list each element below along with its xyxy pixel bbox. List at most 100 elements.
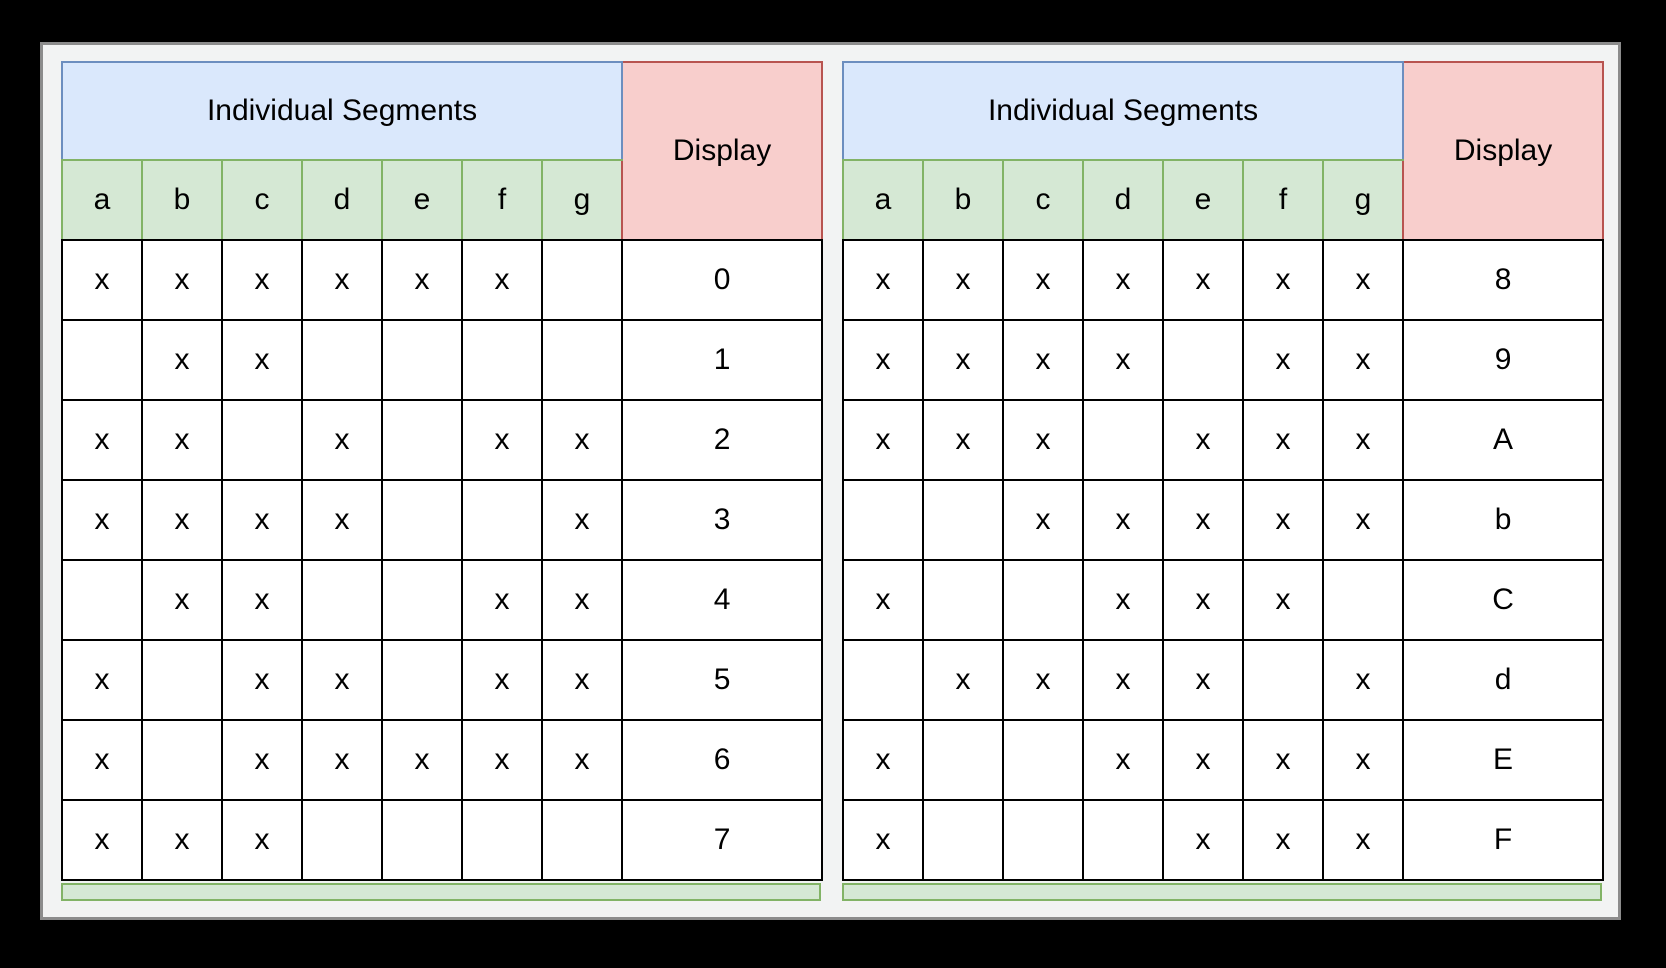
segment-cell-a: x: [61, 479, 143, 561]
segment-cell-f: [461, 799, 543, 881]
segment-cell-c: x: [221, 239, 303, 321]
column-header-d: d: [1082, 159, 1164, 241]
segment-cell-f: x: [1242, 559, 1324, 641]
segment-cell-a: x: [61, 239, 143, 321]
column-header-f: f: [1242, 159, 1324, 241]
segment-cell-g: [540, 239, 624, 321]
segment-cell-g: x: [1321, 319, 1405, 401]
segment-cell-b: x: [141, 399, 223, 481]
display-cell: 6: [621, 719, 824, 801]
display-header: Display: [621, 61, 824, 241]
segment-cell-b: [922, 799, 1004, 881]
segment-cell-b: [141, 719, 223, 801]
segment-cell-g: x: [540, 479, 624, 561]
table-footer-strip: [842, 883, 1602, 901]
segment-cell-g: [540, 319, 624, 401]
segment-cell-b: x: [922, 239, 1004, 321]
segment-cell-d: x: [1082, 479, 1164, 561]
column-header-c: c: [1002, 159, 1084, 241]
segment-cell-f: x: [1242, 799, 1324, 881]
segment-cell-f: [1242, 639, 1324, 721]
segment-cell-f: x: [461, 559, 543, 641]
segment-cell-d: x: [301, 719, 383, 801]
segment-cell-g: x: [1321, 719, 1405, 801]
column-header-e: e: [1162, 159, 1244, 241]
segment-cell-f: x: [1242, 239, 1324, 321]
segment-cell-c: x: [1002, 639, 1084, 721]
segment-cell-e: x: [1162, 239, 1244, 321]
segment-cell-b: x: [922, 319, 1004, 401]
segment-cell-e: x: [1162, 719, 1244, 801]
segment-cell-a: [61, 559, 143, 641]
segment-cell-a: x: [842, 239, 924, 321]
segment-cell-b: x: [141, 479, 223, 561]
column-header-b: b: [141, 159, 223, 241]
display-header: Display: [1402, 61, 1605, 241]
segment-cell-c: x: [1002, 479, 1084, 561]
display-cell: F: [1402, 799, 1605, 881]
display-cell: 3: [621, 479, 824, 561]
segment-cell-d: x: [1082, 719, 1164, 801]
segment-cell-c: x: [221, 719, 303, 801]
display-cell: A: [1402, 399, 1605, 481]
segment-cell-d: [1082, 799, 1164, 881]
segment-cell-a: x: [61, 639, 143, 721]
segment-cell-e: x: [1162, 639, 1244, 721]
segment-cell-b: x: [922, 399, 1004, 481]
segment-cell-g: x: [1321, 239, 1405, 321]
column-header-d: d: [301, 159, 383, 241]
segment-cell-c: [1002, 559, 1084, 641]
column-header-f: f: [461, 159, 543, 241]
display-cell: 9: [1402, 319, 1605, 401]
display-cell: E: [1402, 719, 1605, 801]
segment-cell-e: x: [1162, 559, 1244, 641]
segment-cell-b: [922, 559, 1004, 641]
column-header-c: c: [221, 159, 303, 241]
segment-cell-d: [301, 319, 383, 401]
segment-cell-e: x: [1162, 399, 1244, 481]
segment-cell-b: [922, 479, 1004, 561]
segment-cell-d: x: [301, 479, 383, 561]
segment-cell-e: x: [381, 239, 463, 321]
segment-cell-g: x: [1321, 399, 1405, 481]
segment-cell-c: x: [1002, 399, 1084, 481]
segment-cell-f: [461, 319, 543, 401]
segment-cell-f: x: [461, 399, 543, 481]
segment-cell-a: [61, 319, 143, 401]
segment-cell-e: [381, 399, 463, 481]
segment-cell-a: [842, 639, 924, 721]
segment-cell-f: x: [461, 639, 543, 721]
segment-cell-c: x: [221, 639, 303, 721]
segment-cell-b: [922, 719, 1004, 801]
display-cell: 2: [621, 399, 824, 481]
display-cell: 0: [621, 239, 824, 321]
segment-cell-d: x: [1082, 639, 1164, 721]
segment-cell-c: [1002, 719, 1084, 801]
segment-cell-b: x: [922, 639, 1004, 721]
column-header-e: e: [381, 159, 463, 241]
segment-cell-b: [141, 639, 223, 721]
segment-cell-a: x: [842, 559, 924, 641]
segment-cell-e: [381, 319, 463, 401]
segments-header: Individual Segments: [60, 61, 624, 161]
segment-cell-d: x: [1082, 239, 1164, 321]
segment-cell-f: x: [461, 719, 543, 801]
segment-cell-g: [1321, 559, 1405, 641]
segment-cell-a: [842, 479, 924, 561]
segment-cell-e: [1162, 319, 1244, 401]
segment-cell-d: [1082, 399, 1164, 481]
segment-cell-d: x: [301, 239, 383, 321]
